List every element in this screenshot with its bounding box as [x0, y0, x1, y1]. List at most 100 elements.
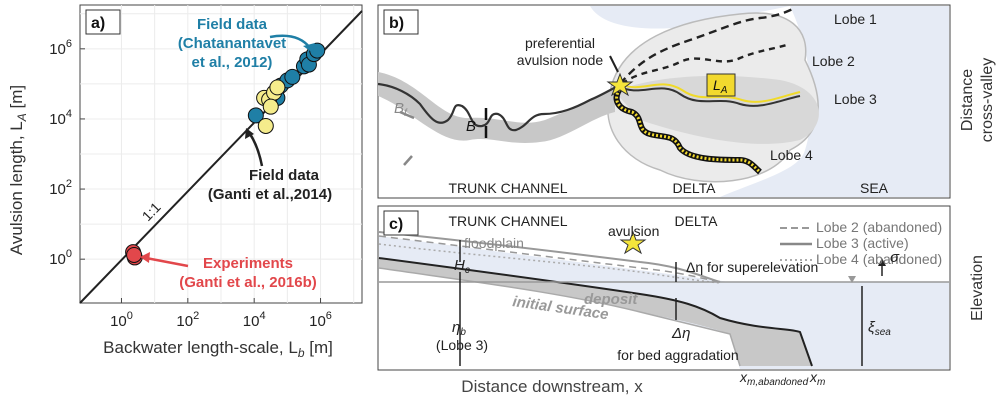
- sigma-arrow-head: [878, 258, 886, 266]
- xm-abandoned-label: xm,abandoned: [739, 369, 809, 388]
- bed-aggradation-label: for bed aggradation: [617, 347, 738, 363]
- arrow-chat-head: [303, 43, 315, 53]
- trunk-label-c: TRUNK CHANNEL: [448, 213, 567, 229]
- arrow-exp: [145, 256, 189, 268]
- deposit-fill: [379, 258, 812, 366]
- arrow-ganti-head: [245, 128, 254, 139]
- lobe4-profile: [378, 243, 721, 284]
- x-axis-title: Backwater length-scale, Lb [m]: [103, 338, 333, 360]
- lobe4-path: [615, 85, 761, 174]
- floodplain-label: floodplain: [464, 235, 524, 251]
- bf-label: Bf: [394, 100, 408, 119]
- eta-b-label: ηb: [452, 319, 466, 338]
- lobe3-label-c: (Lobe 3): [436, 337, 488, 353]
- y-axis-title-main: Avulsion length, L: [7, 121, 26, 255]
- la-label-sub: A: [720, 85, 728, 96]
- lobe-3-label: Lobe 3: [834, 91, 877, 107]
- xm-ab-sub: m,abandoned: [747, 377, 809, 388]
- node-label-1: preferential: [525, 35, 595, 51]
- floodplain-line: [378, 231, 721, 283]
- initial-surface-line: [378, 267, 741, 367]
- xm-main: x: [809, 369, 818, 385]
- y-axis-title: Avulsion length, LA [m]: [7, 85, 29, 255]
- arrow-ganti: [248, 133, 264, 167]
- side-label-b-1: Distance: [959, 69, 976, 131]
- x-tick-label: 102: [176, 310, 199, 330]
- legend-lobe2: Lobe 2 (abandoned): [816, 219, 942, 235]
- y-tick-label: 104: [49, 108, 72, 128]
- la-label: LA: [713, 77, 728, 96]
- trunk-label-b: TRUNK CHANNEL: [448, 180, 567, 196]
- panel-a-tag-box: [85, 9, 121, 35]
- panel-a-ticks: 100 102 104 106 100 102 104 106: [49, 38, 332, 330]
- avulsion-node-star: [606, 72, 634, 97]
- xi-label-sub: sea: [875, 327, 892, 338]
- annot-ganti-1: Field data: [249, 167, 320, 184]
- delta-eta-label: Δη: [671, 325, 690, 342]
- bottom-axis-label: Distance downstream, x: [461, 377, 643, 396]
- node-label-2: avulsion node: [517, 52, 604, 68]
- xm-ab-main: x: [739, 369, 748, 385]
- eta-b-label-sub: b: [460, 327, 466, 338]
- sigma-label: σ: [890, 249, 900, 266]
- trunk-channel-path: [377, 82, 619, 132]
- data-point: [257, 117, 274, 134]
- lobe3-channel: [617, 85, 801, 107]
- panel-a: 1:1 a) Field data (Chatanantavet et al.,…: [7, 4, 363, 360]
- hc-label: Hc: [454, 257, 470, 276]
- delta-lobe-3: [615, 75, 819, 144]
- panel-b-tag-box: [383, 9, 419, 35]
- delta-label-b: DELTA: [672, 180, 716, 196]
- data-point: [269, 79, 286, 96]
- x-axis-title-sub: b: [298, 346, 305, 360]
- superelevation-label: Δη for superelevation: [686, 259, 818, 275]
- annot-exp-2: (Ganti et al., 2016b): [179, 274, 317, 291]
- annot-exp-1: Experiments: [203, 255, 293, 272]
- panel-b: LA b) Bf B preferential avulsion node Lo…: [377, 4, 996, 199]
- channel-belt: [378, 72, 615, 143]
- annot-ganti-2: (Ganti et al.,2014): [208, 186, 332, 203]
- arrow-exp-head: [140, 252, 150, 263]
- data-point: [247, 107, 264, 124]
- panel-b-tag: b): [389, 15, 404, 32]
- data-point: [262, 98, 279, 115]
- panel-a-tag: a): [91, 15, 105, 32]
- xi-label: ξsea: [868, 319, 891, 338]
- lobe-4-label: Lobe 4: [770, 147, 813, 163]
- xm-sub: m: [817, 377, 825, 388]
- sea-label-b: SEA: [860, 180, 889, 196]
- y-tick-label: 102: [49, 178, 72, 198]
- x-axis-title-main: Backwater length-scale, L: [103, 338, 298, 357]
- y-axis-title-unit: [m]: [7, 85, 26, 113]
- bf-label-main: B: [394, 100, 404, 117]
- y-tick-label: 100: [49, 248, 72, 268]
- legend-lobe3: Lobe 3 (active): [816, 235, 909, 251]
- panel-c-tag: c): [389, 216, 403, 233]
- data-point: [284, 68, 301, 85]
- sea-level-marker: [848, 276, 856, 283]
- x-tick-label: 106: [309, 310, 332, 330]
- xm-label: xm: [809, 369, 825, 388]
- side-label-c: Elevation: [969, 255, 986, 321]
- node-pointer: [609, 55, 619, 73]
- lobe2-path: [621, 42, 791, 85]
- initial-surface-fill: [379, 268, 740, 369]
- la-label-main: L: [713, 77, 721, 93]
- data-point: [126, 246, 143, 263]
- lobe3-bed: [378, 257, 813, 367]
- y-axis-title-sub: A: [15, 113, 29, 122]
- legend-lobe4: Lobe 4 (abandoned): [816, 251, 942, 267]
- side-label-b-2: cross-valley: [979, 58, 996, 142]
- sea-region: [590, 6, 949, 197]
- annot-chat-2: (Chatanantavet: [178, 35, 286, 52]
- panel-c-tag-box: [383, 210, 419, 236]
- avulsion-label: avulsion: [608, 223, 659, 239]
- x-tick-label: 100: [110, 310, 133, 330]
- bf-label-sub: f: [404, 108, 408, 119]
- hc-label-sub: c: [465, 265, 470, 276]
- x-tick-label: 104: [243, 310, 266, 330]
- hc-label-main: H: [454, 257, 465, 274]
- y-tick-label: 106: [49, 38, 72, 58]
- lobe-2-label: Lobe 2: [812, 53, 855, 69]
